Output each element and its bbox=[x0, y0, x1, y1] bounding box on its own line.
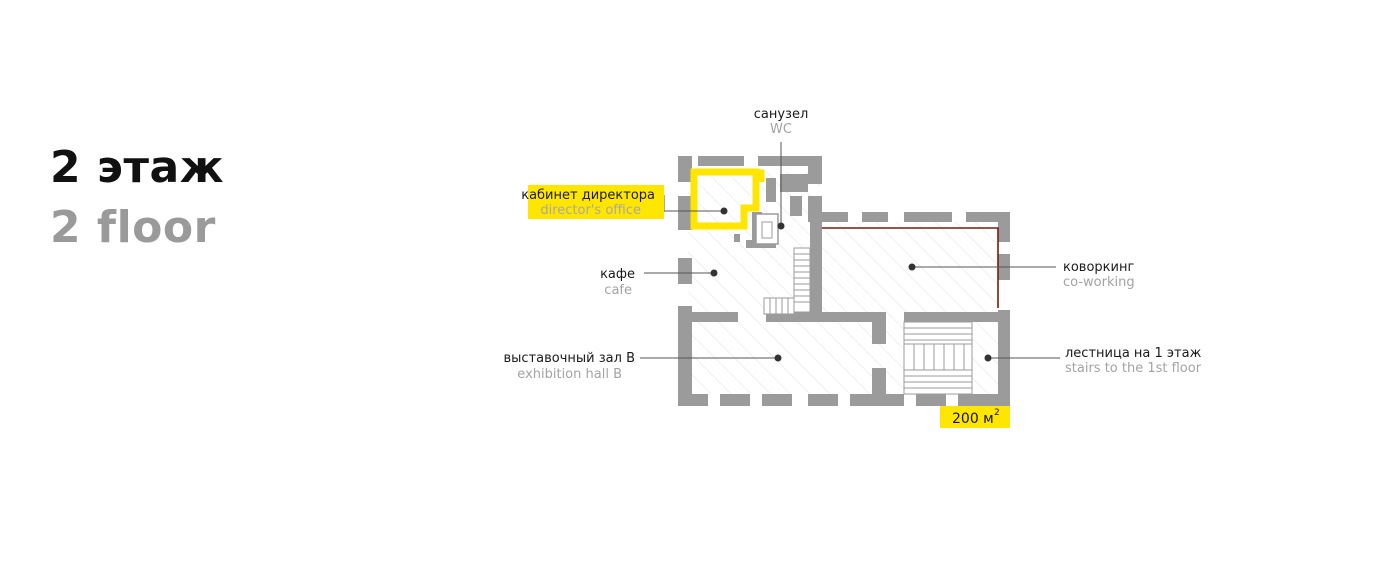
main-stairs bbox=[903, 321, 973, 395]
label-director-en: director's office bbox=[540, 203, 641, 218]
wc-room bbox=[755, 213, 779, 245]
floor-title-en: 2 floor bbox=[50, 202, 216, 253]
leader-dots bbox=[710, 207, 992, 362]
label-director-ru: кабинет директора bbox=[521, 188, 655, 203]
director-office-door bbox=[756, 169, 765, 182]
floor-title-ru: 2 этаж bbox=[50, 142, 224, 193]
label-stairs-ru: лестница на 1 этаж bbox=[1065, 346, 1202, 361]
area-badge bbox=[940, 406, 1010, 428]
label-cafe-en: cafe bbox=[604, 283, 632, 298]
label-wc-ru: санузел bbox=[754, 107, 809, 122]
area-value: 200 м bbox=[952, 411, 994, 427]
area-superscript: 2 bbox=[994, 408, 1000, 418]
coworking-outline bbox=[822, 227, 999, 308]
label-wc-en: WC bbox=[770, 122, 792, 137]
label-stairs-en: stairs to the 1st floor bbox=[1065, 361, 1202, 376]
label-hall-en: exhibition hall B bbox=[517, 367, 622, 382]
director-label-background bbox=[528, 185, 664, 219]
label-coworking-en: co-working bbox=[1063, 275, 1135, 290]
wc-fixture bbox=[761, 221, 773, 239]
label-coworking-ru: коворкинг bbox=[1063, 260, 1134, 275]
label-hall-ru: выставочный зал B bbox=[504, 351, 636, 366]
label-cafe-ru: кафе bbox=[600, 267, 635, 282]
walls bbox=[678, 156, 1010, 406]
cafe-stairs bbox=[763, 247, 811, 315]
